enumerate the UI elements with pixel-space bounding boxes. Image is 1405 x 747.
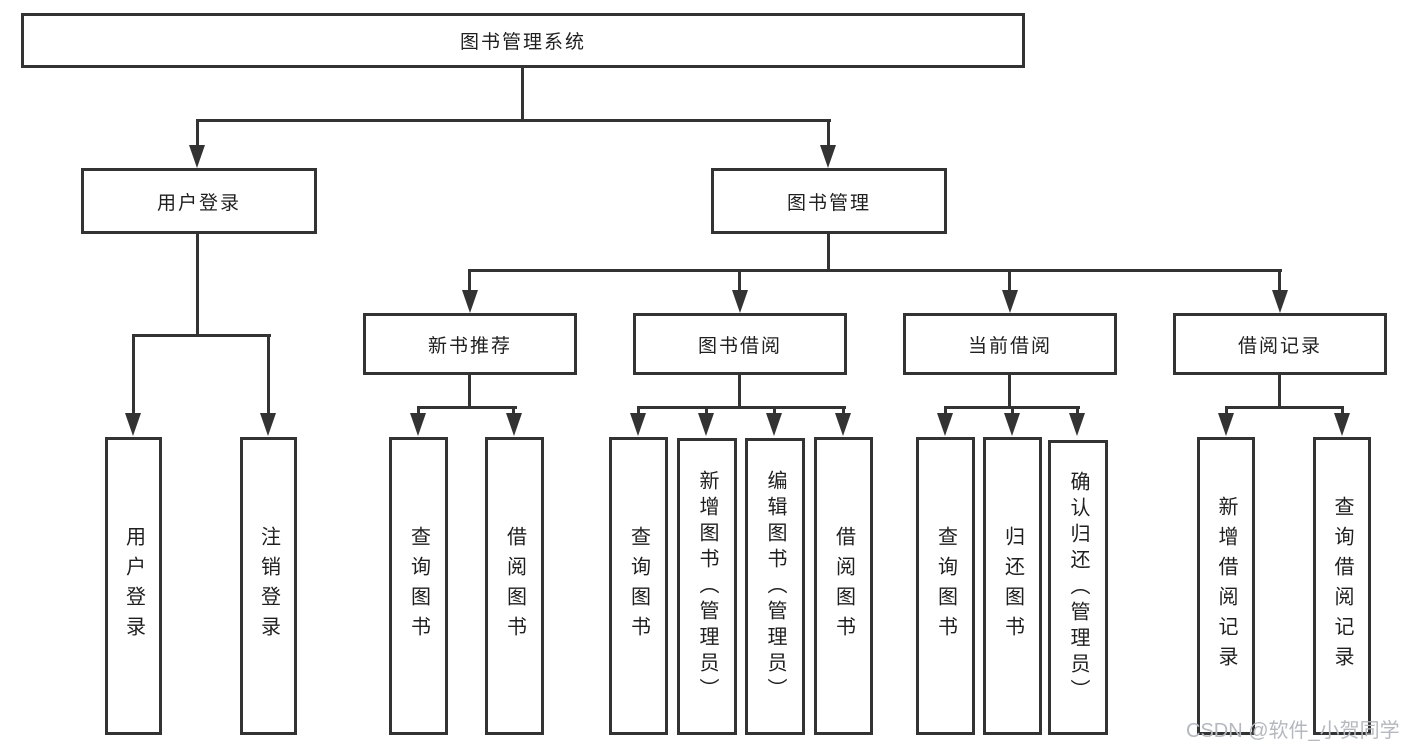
- node-user-login-label: 用户登录: [156, 192, 241, 214]
- leaf-label: 借阅图书: [832, 526, 855, 646]
- connector-line: [1008, 269, 1011, 291]
- leaf-bb-borrow-books: 借阅图书: [814, 437, 873, 735]
- leaf-logout: 注销登录: [240, 437, 297, 735]
- leaf-label: 查询图书: [407, 526, 430, 646]
- connector-line: [738, 269, 741, 291]
- connector-line: [773, 406, 776, 415]
- connector-line: [1278, 375, 1281, 408]
- arrow-down-icon: [1004, 413, 1020, 436]
- arrow-down-icon: [820, 145, 836, 168]
- leaf-cb-query-books: 查询图书: [916, 437, 975, 735]
- arrow-down-icon: [1002, 290, 1018, 313]
- connector-line: [1225, 406, 1228, 415]
- node-new-book-recommend: 新书推荐: [363, 313, 577, 375]
- leaf-br-add-record: 新增借阅记录: [1197, 437, 1255, 735]
- connector-line: [132, 334, 135, 414]
- connector-line: [1076, 406, 1079, 415]
- leaf-label: 确认归还（管理员）: [1067, 470, 1089, 705]
- arrow-down-icon: [835, 413, 851, 436]
- arrow-down-icon: [1334, 413, 1350, 436]
- arrow-down-icon: [189, 145, 205, 168]
- node-root: 图书管理系统: [21, 13, 1025, 68]
- connector-line: [1278, 269, 1281, 291]
- arrow-down-icon: [410, 413, 426, 436]
- node-root-label: 图书管理系统: [459, 32, 586, 53]
- arrow-down-icon: [1272, 290, 1288, 313]
- leaf-label: 新增借阅记录: [1215, 496, 1237, 676]
- connector-line: [1225, 406, 1344, 409]
- connector-line: [512, 406, 515, 415]
- arrow-down-icon: [766, 413, 782, 436]
- leaf-label: 查询图书: [627, 526, 650, 646]
- node-book-management-label: 图书管理: [786, 192, 871, 214]
- arrow-down-icon: [1218, 413, 1234, 436]
- watermark-text: CSDN @软件_小贺同学: [1186, 720, 1400, 742]
- leaf-br-query-record: 查询借阅记录: [1313, 437, 1371, 735]
- leaf-label: 注销登录: [257, 526, 280, 646]
- connector-line: [1008, 375, 1011, 408]
- leaf-label: 查询图书: [934, 526, 957, 646]
- leaf-bb-add-book-admin: 新增图书（管理员）: [677, 438, 737, 735]
- connector-line: [468, 269, 471, 291]
- leaf-label: 用户登录: [122, 526, 145, 646]
- leaf-label: 归还图书: [1001, 526, 1024, 646]
- connector-line: [196, 234, 199, 336]
- arrow-down-icon: [1069, 413, 1085, 436]
- node-current-borrow: 当前借阅: [903, 313, 1117, 375]
- node-book-borrow-label: 图书借阅: [697, 335, 782, 357]
- leaf-label: 编辑图书（管理员）: [764, 469, 786, 704]
- arrow-down-icon: [125, 413, 141, 436]
- leaf-user-login: 用户登录: [105, 437, 162, 735]
- leaf-nb-borrow-books: 借阅图书: [485, 437, 544, 735]
- node-current-borrow-label: 当前借阅: [967, 335, 1052, 357]
- node-borrow-records: 借阅记录: [1173, 313, 1387, 375]
- arrow-down-icon: [937, 413, 953, 436]
- arrow-down-icon: [462, 290, 478, 313]
- node-new-book-recommend-label: 新书推荐: [427, 335, 512, 357]
- connector-line: [417, 406, 517, 409]
- connector-line: [842, 406, 845, 415]
- leaf-bb-query-books: 查询图书: [609, 437, 668, 735]
- leaf-nb-query-books: 查询图书: [389, 437, 448, 735]
- connector-line: [705, 406, 708, 415]
- connector-line: [267, 334, 270, 414]
- connector-line: [738, 375, 741, 408]
- leaf-label: 借阅图书: [503, 526, 526, 646]
- leaf-label: 新增图书（管理员）: [696, 469, 718, 704]
- connector-line: [132, 334, 271, 337]
- leaf-bb-edit-book-admin: 编辑图书（管理员）: [745, 438, 805, 735]
- node-book-borrow: 图书借阅: [633, 313, 847, 375]
- arrow-down-icon: [698, 413, 714, 436]
- leaf-cb-return-books: 归还图书: [983, 437, 1042, 735]
- connector-line: [944, 406, 947, 415]
- connector-line: [1341, 406, 1344, 415]
- node-user-login: 用户登录: [81, 168, 317, 234]
- arrow-down-icon: [630, 413, 646, 436]
- connector-line: [468, 375, 471, 408]
- arrow-down-icon: [506, 413, 522, 436]
- connector-line: [827, 119, 830, 146]
- node-borrow-records-label: 借阅记录: [1237, 335, 1322, 357]
- connector-line: [637, 406, 846, 409]
- connector-line: [827, 234, 830, 272]
- connector-line: [417, 406, 420, 415]
- connector-line: [521, 68, 524, 120]
- leaf-label: 查询借阅记录: [1331, 496, 1353, 676]
- leaf-cb-confirm-return-admin: 确认归还（管理员）: [1048, 440, 1108, 735]
- connector-line: [196, 119, 199, 146]
- arrow-down-icon: [732, 290, 748, 313]
- connector-line: [468, 269, 1282, 272]
- node-book-management: 图书管理: [711, 168, 947, 234]
- connector-line: [1011, 406, 1014, 415]
- connector-line: [637, 406, 640, 415]
- arrow-down-icon: [260, 413, 276, 436]
- connector-line: [197, 119, 831, 122]
